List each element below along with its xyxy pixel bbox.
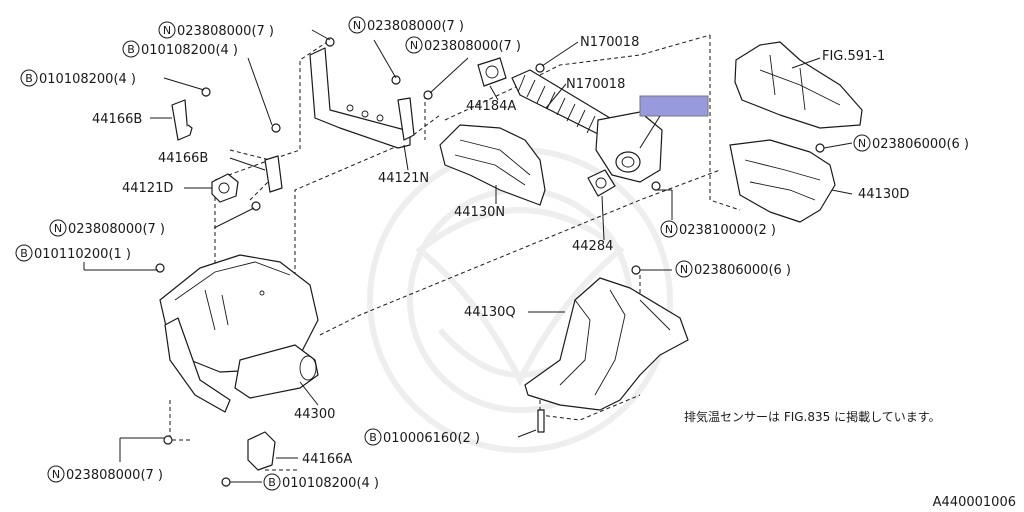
gasket-44184a xyxy=(477,57,507,87)
svg-text:023806000(6 ): 023806000(6 ) xyxy=(694,263,791,278)
svg-text:N: N xyxy=(52,468,60,481)
svg-text:023806000(6 ): 023806000(6 ) xyxy=(872,137,969,152)
svg-text:44166B: 44166B xyxy=(158,151,208,166)
callout-44284: 44284 xyxy=(572,239,613,254)
callout-b-010108200-top2: B 010108200(4 ) xyxy=(122,40,238,58)
callout-44166a: 44166A xyxy=(302,452,352,467)
bracket-44166b-upper xyxy=(171,99,193,141)
callout-n-023808000-bottom-left: N 023808000(7 ) xyxy=(47,465,163,483)
callout-n-023810000: N 023810000(2 ) xyxy=(660,220,776,238)
leader-lines xyxy=(83,29,853,483)
svg-text:B: B xyxy=(25,72,33,85)
bracket-44121n xyxy=(309,47,415,149)
svg-text:N170018: N170018 xyxy=(566,77,625,92)
svg-text:N: N xyxy=(858,137,866,150)
svg-text:N170018: N170018 xyxy=(580,35,639,50)
callout-n-023808000-top3: N 023808000(7 ) xyxy=(348,16,464,34)
heat-shield-44130n xyxy=(439,124,546,206)
svg-text:N: N xyxy=(410,39,418,52)
svg-text:N: N xyxy=(665,223,673,236)
svg-text:B: B xyxy=(369,431,377,444)
svg-text:023810000(2 ): 023810000(2 ) xyxy=(679,223,776,238)
svg-text:010006160(2 ): 010006160(2 ) xyxy=(383,431,480,446)
svg-text:44130N: 44130N xyxy=(454,205,505,220)
bracket-44166b-lower xyxy=(264,155,283,193)
svg-text:44184A: 44184A xyxy=(466,99,516,114)
svg-text:N: N xyxy=(353,19,361,32)
callout-44184a: 44184A xyxy=(466,99,516,114)
svg-text:023808000(7 ): 023808000(7 ) xyxy=(68,222,165,237)
svg-text:010108200(4 ): 010108200(4 ) xyxy=(282,476,379,491)
rubber-mount-44121d xyxy=(211,173,239,203)
callout-44121n: 44121N xyxy=(378,171,429,186)
callout-44130d: 44130D xyxy=(858,187,909,202)
callout-b-010110200: B 010110200(1 ) xyxy=(15,244,131,262)
sensor-reference-note: 排気温センサーは FIG.835 に掲載しています。 xyxy=(684,410,941,424)
svg-text:N: N xyxy=(163,24,171,37)
bracket-44166a xyxy=(247,431,276,471)
callout-b-010108200-bottom: B 010108200(4 ) xyxy=(263,473,379,491)
callout-n-023808000-left-mid: N 023808000(7 ) xyxy=(49,219,165,237)
gasket-44284 xyxy=(587,169,616,197)
callout-n-023806000-right: N 023806000(6 ) xyxy=(853,134,969,152)
svg-text:N: N xyxy=(680,263,688,276)
callout-n170018-a: N170018 xyxy=(580,35,639,50)
heat-shield-fig591 xyxy=(734,41,863,129)
callout-n-023808000-top1: N 023808000(7 ) xyxy=(158,21,274,39)
svg-text:010108200(4 ): 010108200(4 ) xyxy=(141,43,238,58)
svg-text:FIG.591-1: FIG.591-1 xyxy=(822,49,885,64)
svg-text:023808000(7 ): 023808000(7 ) xyxy=(367,19,464,34)
callout-44130n: 44130N xyxy=(454,205,505,220)
callout-n170018-b: N170018 xyxy=(566,77,625,92)
svg-text:44284: 44284 xyxy=(572,239,613,254)
svg-text:B: B xyxy=(20,247,28,260)
callout-44166b-1: 44166B xyxy=(92,112,142,127)
svg-text:44130Q: 44130Q xyxy=(464,305,516,320)
svg-text:023808000(7 ): 023808000(7 ) xyxy=(424,39,521,54)
svg-text:010108200(4 ): 010108200(4 ) xyxy=(39,72,136,87)
document-id: A440001006 xyxy=(932,495,1016,510)
heat-shield-44130q xyxy=(524,277,689,411)
highlight-box xyxy=(639,95,709,117)
fasteners xyxy=(155,37,825,487)
svg-text:023808000(7 ): 023808000(7 ) xyxy=(66,468,163,483)
heat-shield-44130d xyxy=(729,139,836,223)
muffler-44300 xyxy=(159,254,319,413)
svg-text:023808000(7 ): 023808000(7 ) xyxy=(177,24,274,39)
svg-text:44300: 44300 xyxy=(294,407,335,422)
svg-text:B: B xyxy=(268,476,276,489)
callout-fig-591-1: FIG.591-1 xyxy=(822,49,885,64)
callout-44166b-2: 44166B xyxy=(158,151,208,166)
callout-44121d: 44121D xyxy=(122,181,173,196)
svg-text:44166B: 44166B xyxy=(92,112,142,127)
svg-text:44130D: 44130D xyxy=(858,187,909,202)
callout-b-010006160: B 010006160(2 ) xyxy=(364,428,480,446)
svg-text:N: N xyxy=(54,222,62,235)
callout-n-023806000-mid: N 023806000(6 ) xyxy=(675,260,791,278)
callout-44300: 44300 xyxy=(294,407,335,422)
svg-text:010110200(1 ): 010110200(1 ) xyxy=(34,247,131,262)
svg-text:44121D: 44121D xyxy=(122,181,173,196)
callout-b-010108200-left1: B 010108200(4 ) xyxy=(20,69,136,87)
svg-text:44166A: 44166A xyxy=(302,452,352,467)
callout-44130q: 44130Q xyxy=(464,305,516,320)
callout-n-023808000-top4: N 023808000(7 ) xyxy=(405,36,521,54)
svg-text:44121N: 44121N xyxy=(378,171,429,186)
svg-text:B: B xyxy=(127,43,135,56)
